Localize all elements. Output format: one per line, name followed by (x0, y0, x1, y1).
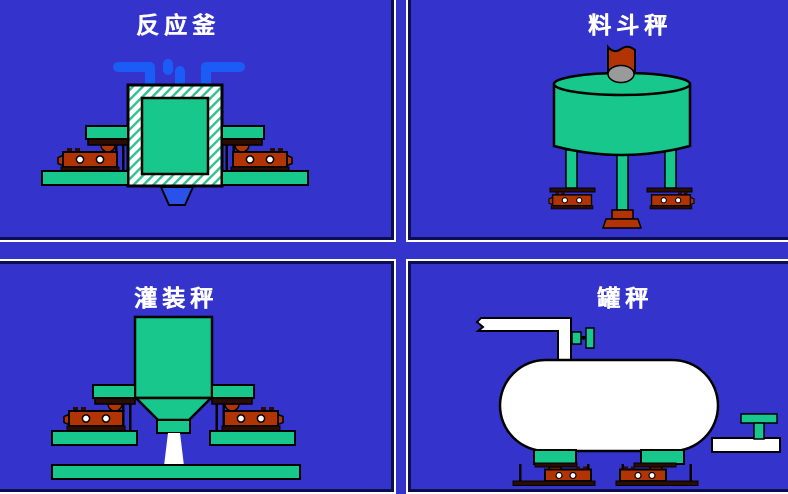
kettle-left-mount (41, 125, 129, 186)
filling-hopper-body (133, 315, 214, 400)
kettle-outlet-funnel (159, 186, 195, 206)
tank-scale-graphic[interactable] (475, 317, 781, 487)
panel-title-filling-scale: 灌装秤 (134, 285, 218, 311)
filling-right-mount (209, 384, 296, 446)
filling-left-mount (51, 384, 138, 446)
tank-saddle (640, 449, 685, 465)
panel-title-hopper-scale: 料斗秤 (588, 12, 672, 38)
filling-scale-graphic[interactable] (51, 315, 301, 480)
mount-platform (221, 170, 309, 186)
feed-pipe-right (201, 62, 245, 87)
filling-spout (156, 419, 191, 434)
reaction-kettle-graphic[interactable] (41, 59, 309, 206)
mount-bracket (211, 384, 255, 399)
load-cell (548, 191, 594, 210)
mount-bracket (221, 125, 265, 140)
hopper-center-foot (601, 209, 643, 229)
panel-title-reaction-kettle: 反应釜 (136, 12, 220, 38)
tank-outlet-pipe (711, 437, 781, 453)
hopper-leg-center (616, 149, 629, 211)
load-cell (230, 147, 293, 173)
load-cell (221, 406, 284, 432)
load-cell (615, 462, 699, 487)
filling-hopper-cone (132, 396, 215, 422)
mount-bracket (92, 384, 136, 399)
load-cell (57, 147, 120, 173)
panel-title-tank-scale: 罐秤 (597, 285, 653, 311)
outlet-valve (740, 413, 778, 440)
hopper-inlet-port (607, 64, 635, 84)
tank-inlet-pipe (475, 317, 572, 361)
load-cell (63, 406, 126, 432)
load-cell (512, 462, 596, 487)
kettle-right-mount (221, 125, 309, 186)
hopper-leg-left (565, 149, 578, 189)
conveyor-base (51, 464, 301, 480)
mount-platform (51, 430, 138, 446)
hopper-scale-graphic[interactable] (548, 44, 695, 229)
kettle-interior (140, 96, 210, 176)
hopper-inlet-pipe (607, 44, 636, 73)
mount-bracket (85, 125, 129, 140)
load-cell (649, 191, 695, 210)
hopper-body (552, 82, 692, 157)
hopper-leg-right (664, 149, 677, 189)
mount-platform (209, 430, 296, 446)
leg-plate (549, 187, 596, 193)
inlet-valve (571, 327, 595, 349)
leg-plate (646, 187, 693, 193)
mount-platform (41, 170, 129, 186)
feed-pipe-left (113, 62, 155, 87)
material-stream (164, 433, 184, 466)
horizontal-tank (498, 358, 720, 453)
tank-saddle (533, 449, 577, 465)
